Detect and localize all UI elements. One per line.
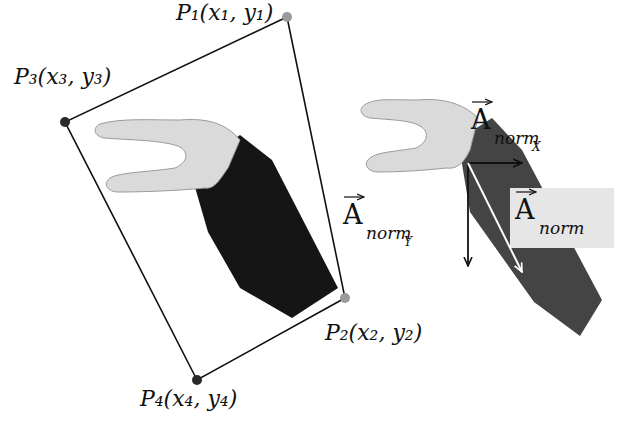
point-label: P₄(x₄, y₄) <box>140 388 237 410</box>
vector-subscript: X <box>532 141 541 153</box>
vector-subscript: Y <box>404 236 412 248</box>
vector-symbol: A <box>343 201 363 228</box>
point-label: P₁(x₁, y₁) <box>176 2 273 24</box>
point-label: P₃(x₃, y₃) <box>14 66 111 88</box>
vector-symbol: A <box>471 106 491 133</box>
point-label: P₂(x₂, y₂) <box>325 322 422 344</box>
vector-subscript: norm <box>539 220 584 237</box>
vector-symbol: A <box>515 196 535 223</box>
